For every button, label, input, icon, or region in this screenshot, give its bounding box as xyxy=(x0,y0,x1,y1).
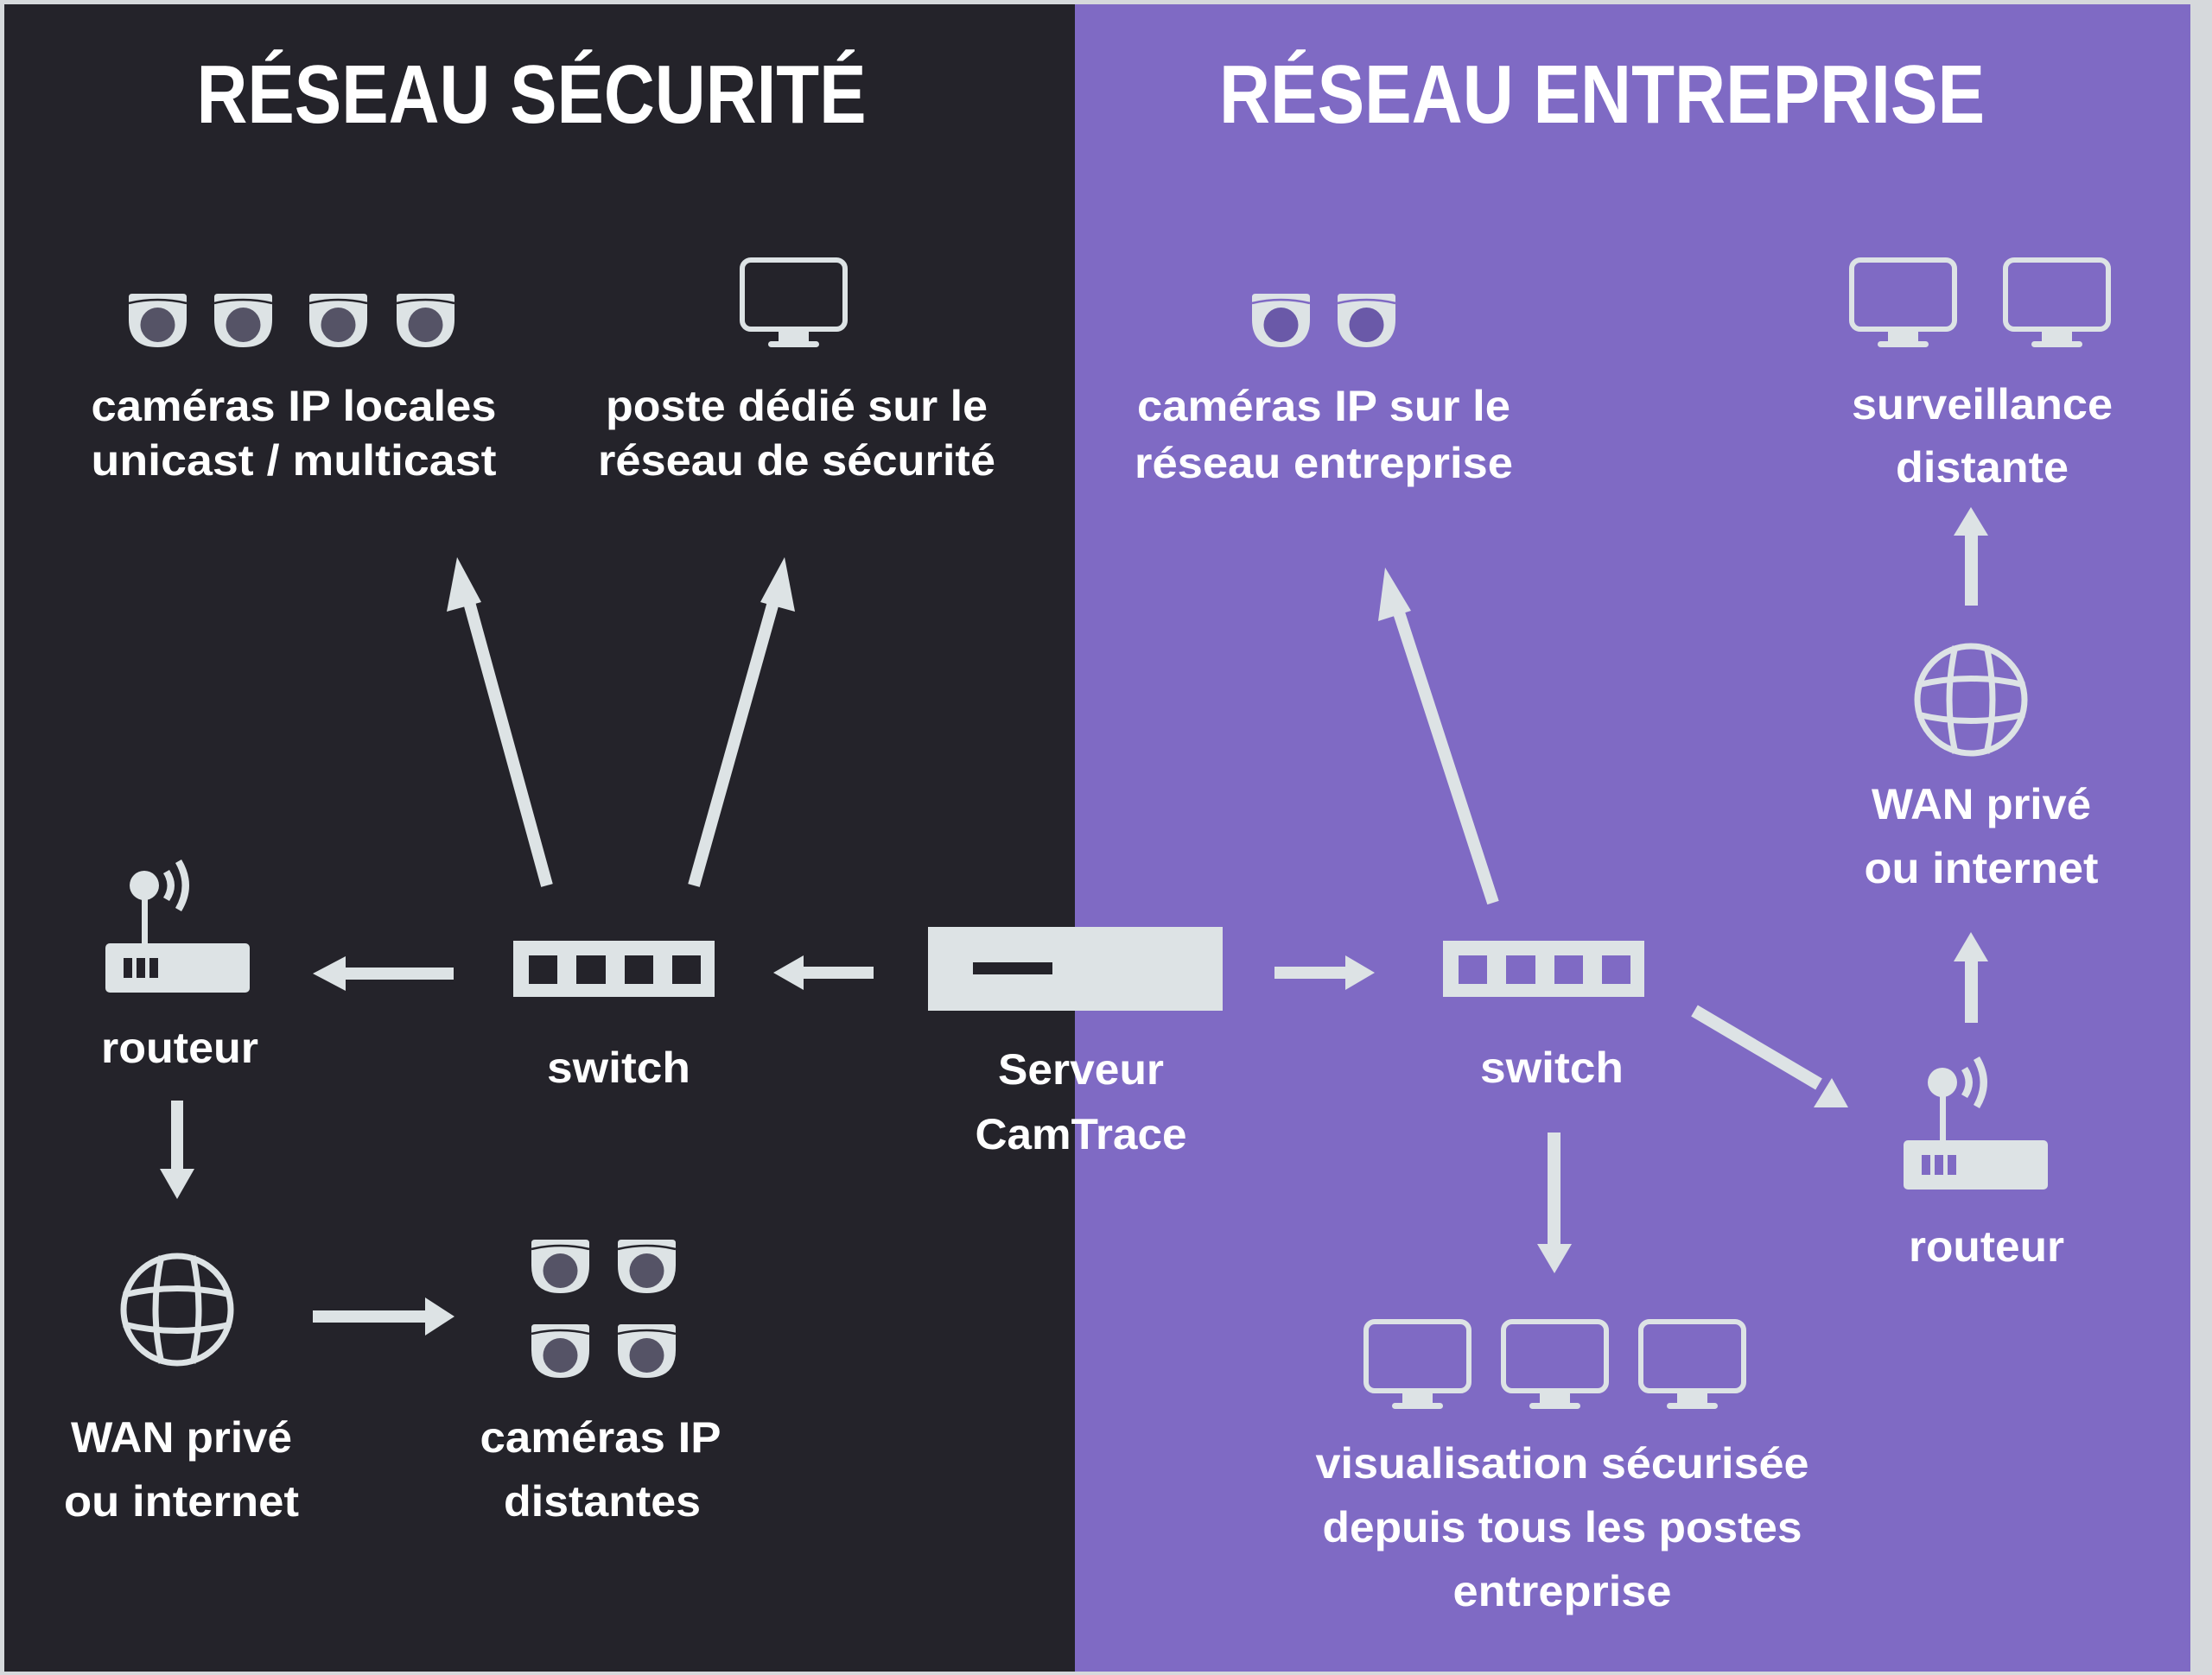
dome-camera-icon xyxy=(530,1238,591,1295)
arrow-switch-to-enterprise-cameras xyxy=(1378,568,1499,905)
router-icon xyxy=(105,860,250,993)
server-label-line2: CamTrace xyxy=(976,1110,1187,1158)
switch-icon xyxy=(1443,941,1644,997)
arrow-server-to-enterprise-switch xyxy=(1274,955,1375,990)
remote-monitoring-label-line2: distante xyxy=(1896,443,2069,492)
arrow-server-to-security-switch xyxy=(773,955,874,990)
dome-camera-icon xyxy=(308,292,369,349)
dome-camera-icon xyxy=(616,1238,677,1295)
local-cameras-label-line2: unicast / multicast xyxy=(92,436,497,485)
remote-cameras-label-line2: distantes xyxy=(504,1477,701,1526)
switch-icon xyxy=(513,941,715,997)
router-icon xyxy=(1904,1056,2048,1190)
enterprise-zone xyxy=(1075,4,2190,1672)
arrow-wan-to-remote-cameras xyxy=(313,1297,454,1336)
arrow-switch-to-enterprise-router xyxy=(1691,1005,1848,1107)
enterprise-cameras-label-line1: caméras IP sur le xyxy=(1137,382,1510,430)
dome-camera-icon xyxy=(213,292,274,349)
arrow-switch-to-local-cameras xyxy=(447,557,553,887)
arrow-router-to-wan xyxy=(1954,932,1988,1023)
enterprise-cameras-label-line2: réseau entreprise xyxy=(1135,439,1513,487)
dome-camera-icon xyxy=(395,292,456,349)
local-cameras-label-line1: caméras IP locales xyxy=(92,382,497,430)
enterprise-switch-label: switch xyxy=(1480,1044,1624,1092)
enterprise-wan-label-line1: WAN privé xyxy=(1872,780,2091,828)
dedicated-station-label-line2: réseau de sécurité xyxy=(598,436,995,485)
workstations-label-line2: depuis tous les postes xyxy=(1323,1503,1802,1551)
dome-camera-icon xyxy=(530,1323,591,1380)
remote-cameras-label-line1: caméras IP xyxy=(480,1413,721,1462)
arrow-switch-to-dedicated-station xyxy=(688,557,795,887)
security-wan-label-line1: WAN privé xyxy=(71,1413,292,1462)
remote-cameras-group xyxy=(530,1238,677,1380)
workstations-label-line1: visualisation sécurisée xyxy=(1316,1439,1809,1488)
remote-monitoring-label-line1: surveillance xyxy=(1852,380,2113,428)
arrow-switch-to-router xyxy=(313,956,454,991)
arrow-wan-to-remote-monitoring xyxy=(1954,507,1988,606)
security-router-label: routeur xyxy=(101,1024,258,1072)
dedicated-station-label-line1: poste dédié sur le xyxy=(606,382,988,430)
enterprise-title: RÉSEAU ENTREPRISE xyxy=(1219,48,1985,141)
workstations-label-line3: entreprise xyxy=(1453,1567,1672,1615)
security-switch-label: switch xyxy=(547,1044,690,1092)
arrow-switch-to-workstations xyxy=(1537,1133,1572,1273)
enterprise-router-label: routeur xyxy=(1909,1222,2064,1271)
server-label-line1: Serveur xyxy=(998,1045,1164,1094)
dome-camera-icon xyxy=(1250,292,1312,349)
enterprise-wan-label-line2: ou internet xyxy=(1865,844,2099,892)
dome-camera-icon xyxy=(1336,292,1397,349)
dome-camera-icon xyxy=(616,1323,677,1380)
dome-camera-icon xyxy=(127,292,188,349)
security-title: RÉSEAU SÉCURITÉ xyxy=(197,48,867,141)
local-cameras-group xyxy=(127,292,456,349)
arrow-router-to-wan xyxy=(160,1101,194,1199)
security-wan-label-line2: ou internet xyxy=(64,1477,299,1526)
server-icon xyxy=(928,927,1223,1011)
enterprise-cameras-group xyxy=(1250,292,1397,349)
